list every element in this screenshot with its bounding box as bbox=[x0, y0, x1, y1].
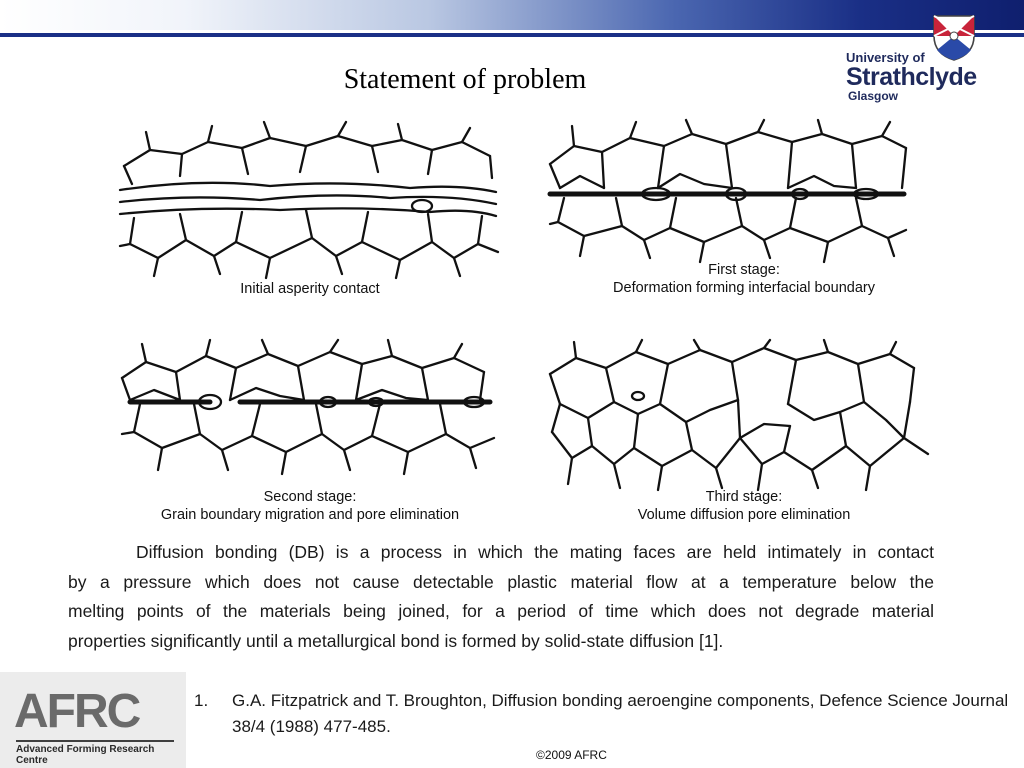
figure-caption-line: Volume diffusion pore elimination bbox=[544, 506, 944, 524]
paragraph-line: by a pressure which does not cause detec… bbox=[68, 568, 934, 598]
figure-caption-line: Third stage: bbox=[544, 488, 944, 506]
figure-first-stage: First stage: Deformation forming interfa… bbox=[544, 118, 944, 308]
paragraph-line: melting points of the materials being jo… bbox=[68, 597, 934, 627]
figure-third-stage: Third stage: Volume diffusion pore elimi… bbox=[544, 338, 944, 528]
figure-caption-line: First stage: bbox=[544, 261, 944, 279]
afrc-logo-mark: AFRC bbox=[14, 684, 139, 739]
definition-paragraph: Diffusion bonding (DB) is a process in w… bbox=[68, 538, 934, 656]
university-city: Glasgow bbox=[848, 89, 898, 103]
figure-caption-line: Grain boundary migration and pore elimin… bbox=[110, 506, 510, 524]
crest-icon bbox=[928, 12, 980, 62]
paragraph-line: properties significantly until a metallu… bbox=[68, 627, 934, 657]
copyright-footer: ©2009 AFRC bbox=[536, 748, 607, 762]
figure-caption-line: Deformation forming interfacial boundary bbox=[544, 279, 944, 297]
slide-title: Statement of problem bbox=[300, 64, 630, 96]
afrc-logo: AFRC Advanced Forming Research Centre bbox=[0, 672, 186, 768]
university-name: Strathclyde bbox=[846, 63, 977, 92]
afrc-logo-rule bbox=[16, 740, 174, 742]
reference-text: G.A. Fitzpatrick and T. Broughton, Diffu… bbox=[232, 688, 1024, 740]
figure-initial-contact: Initial asperity contact bbox=[110, 118, 510, 308]
figure-caption-line: Initial asperity contact bbox=[110, 280, 510, 298]
figure-second-stage: Second stage: Grain boundary migration a… bbox=[110, 338, 510, 528]
reference-number: 1. bbox=[194, 688, 208, 714]
paragraph-line: Diffusion bonding (DB) is a process in w… bbox=[68, 538, 934, 568]
figure-caption-line: Second stage: bbox=[110, 488, 510, 506]
university-logo: University of Strathclyde Glasgow bbox=[846, 12, 996, 104]
afrc-logo-subtitle: Advanced Forming Research Centre bbox=[16, 744, 186, 766]
